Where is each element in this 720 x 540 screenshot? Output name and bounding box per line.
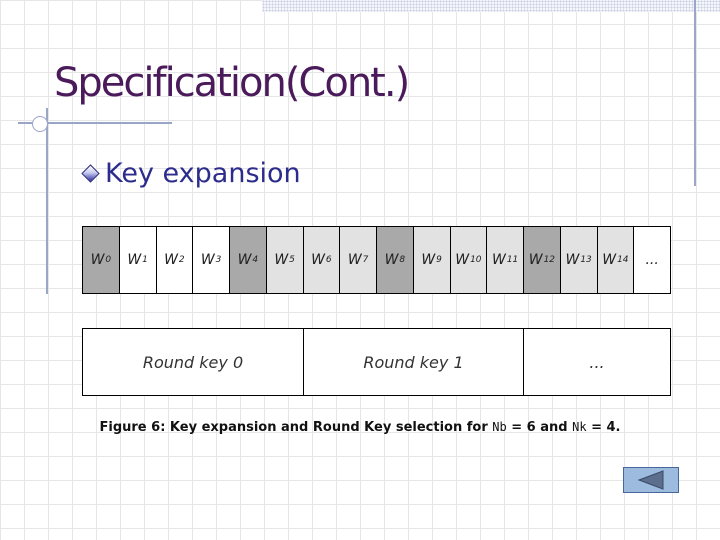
word-index: 6	[325, 255, 332, 265]
word-index: 0	[105, 255, 112, 265]
round-key-0: Round key 0	[83, 329, 304, 395]
caption-nk: Nk	[572, 420, 587, 434]
word-label: W	[565, 252, 580, 268]
decor-title-rule	[18, 122, 172, 124]
word-index: 14	[617, 255, 629, 265]
word-label: W	[347, 252, 362, 268]
caption-eq2: = 4.	[586, 420, 621, 435]
bullet-item: Key expansion	[80, 158, 301, 189]
word-index: 7	[362, 255, 369, 265]
word-index: 5	[289, 255, 295, 265]
word-index: 1	[142, 255, 148, 265]
round-key-more: ...	[589, 352, 605, 372]
word-label: W	[200, 252, 215, 268]
word-index: 9	[436, 255, 442, 265]
word-label: W	[455, 252, 470, 268]
word-index: 13	[580, 255, 592, 265]
word-index: 10	[470, 255, 482, 265]
bullet-text: Key expansion	[105, 158, 301, 189]
word-label: W	[491, 252, 506, 268]
word-index: 4	[252, 255, 259, 265]
word-label: W	[602, 252, 617, 268]
round-key-row: Round key 0 Round key 1 ...	[82, 328, 671, 396]
slide-title: Specification(Cont.)	[54, 60, 410, 106]
word-index: 12	[543, 255, 556, 265]
diamond-bullet-icon	[81, 164, 100, 183]
previous-slide-button[interactable]	[623, 467, 679, 493]
word-label: W	[384, 252, 399, 268]
word-label: W	[90, 252, 105, 268]
round-key-1: Round key 1	[304, 329, 524, 395]
word-label: W	[274, 252, 289, 268]
caption-prefix: Figure 6: Key expansion and Round Key se…	[99, 420, 493, 435]
word-label: W	[311, 252, 325, 268]
decor-right-rule	[694, 0, 696, 186]
word-label: W	[528, 252, 543, 268]
word-index: 2	[178, 255, 185, 265]
word-label: W	[421, 252, 436, 268]
triangle-left-icon	[637, 470, 664, 490]
caption-eq1: = 6 and	[506, 420, 573, 435]
caption-nb: Nb	[492, 420, 507, 434]
word-index: 11	[506, 255, 519, 265]
word-index: 8	[399, 255, 406, 265]
decor-circle	[32, 116, 48, 132]
word-label: W	[237, 252, 252, 268]
figure-caption: Figure 6: Key expansion and Round Key se…	[0, 420, 720, 435]
header-pattern	[262, 0, 720, 12]
word-label: ...	[645, 252, 659, 268]
word-index: 3	[215, 255, 222, 265]
decor-left-rule	[46, 108, 48, 294]
word-label: W	[127, 252, 142, 268]
word-label: W	[164, 252, 178, 268]
word-cell: ...	[634, 227, 670, 293]
